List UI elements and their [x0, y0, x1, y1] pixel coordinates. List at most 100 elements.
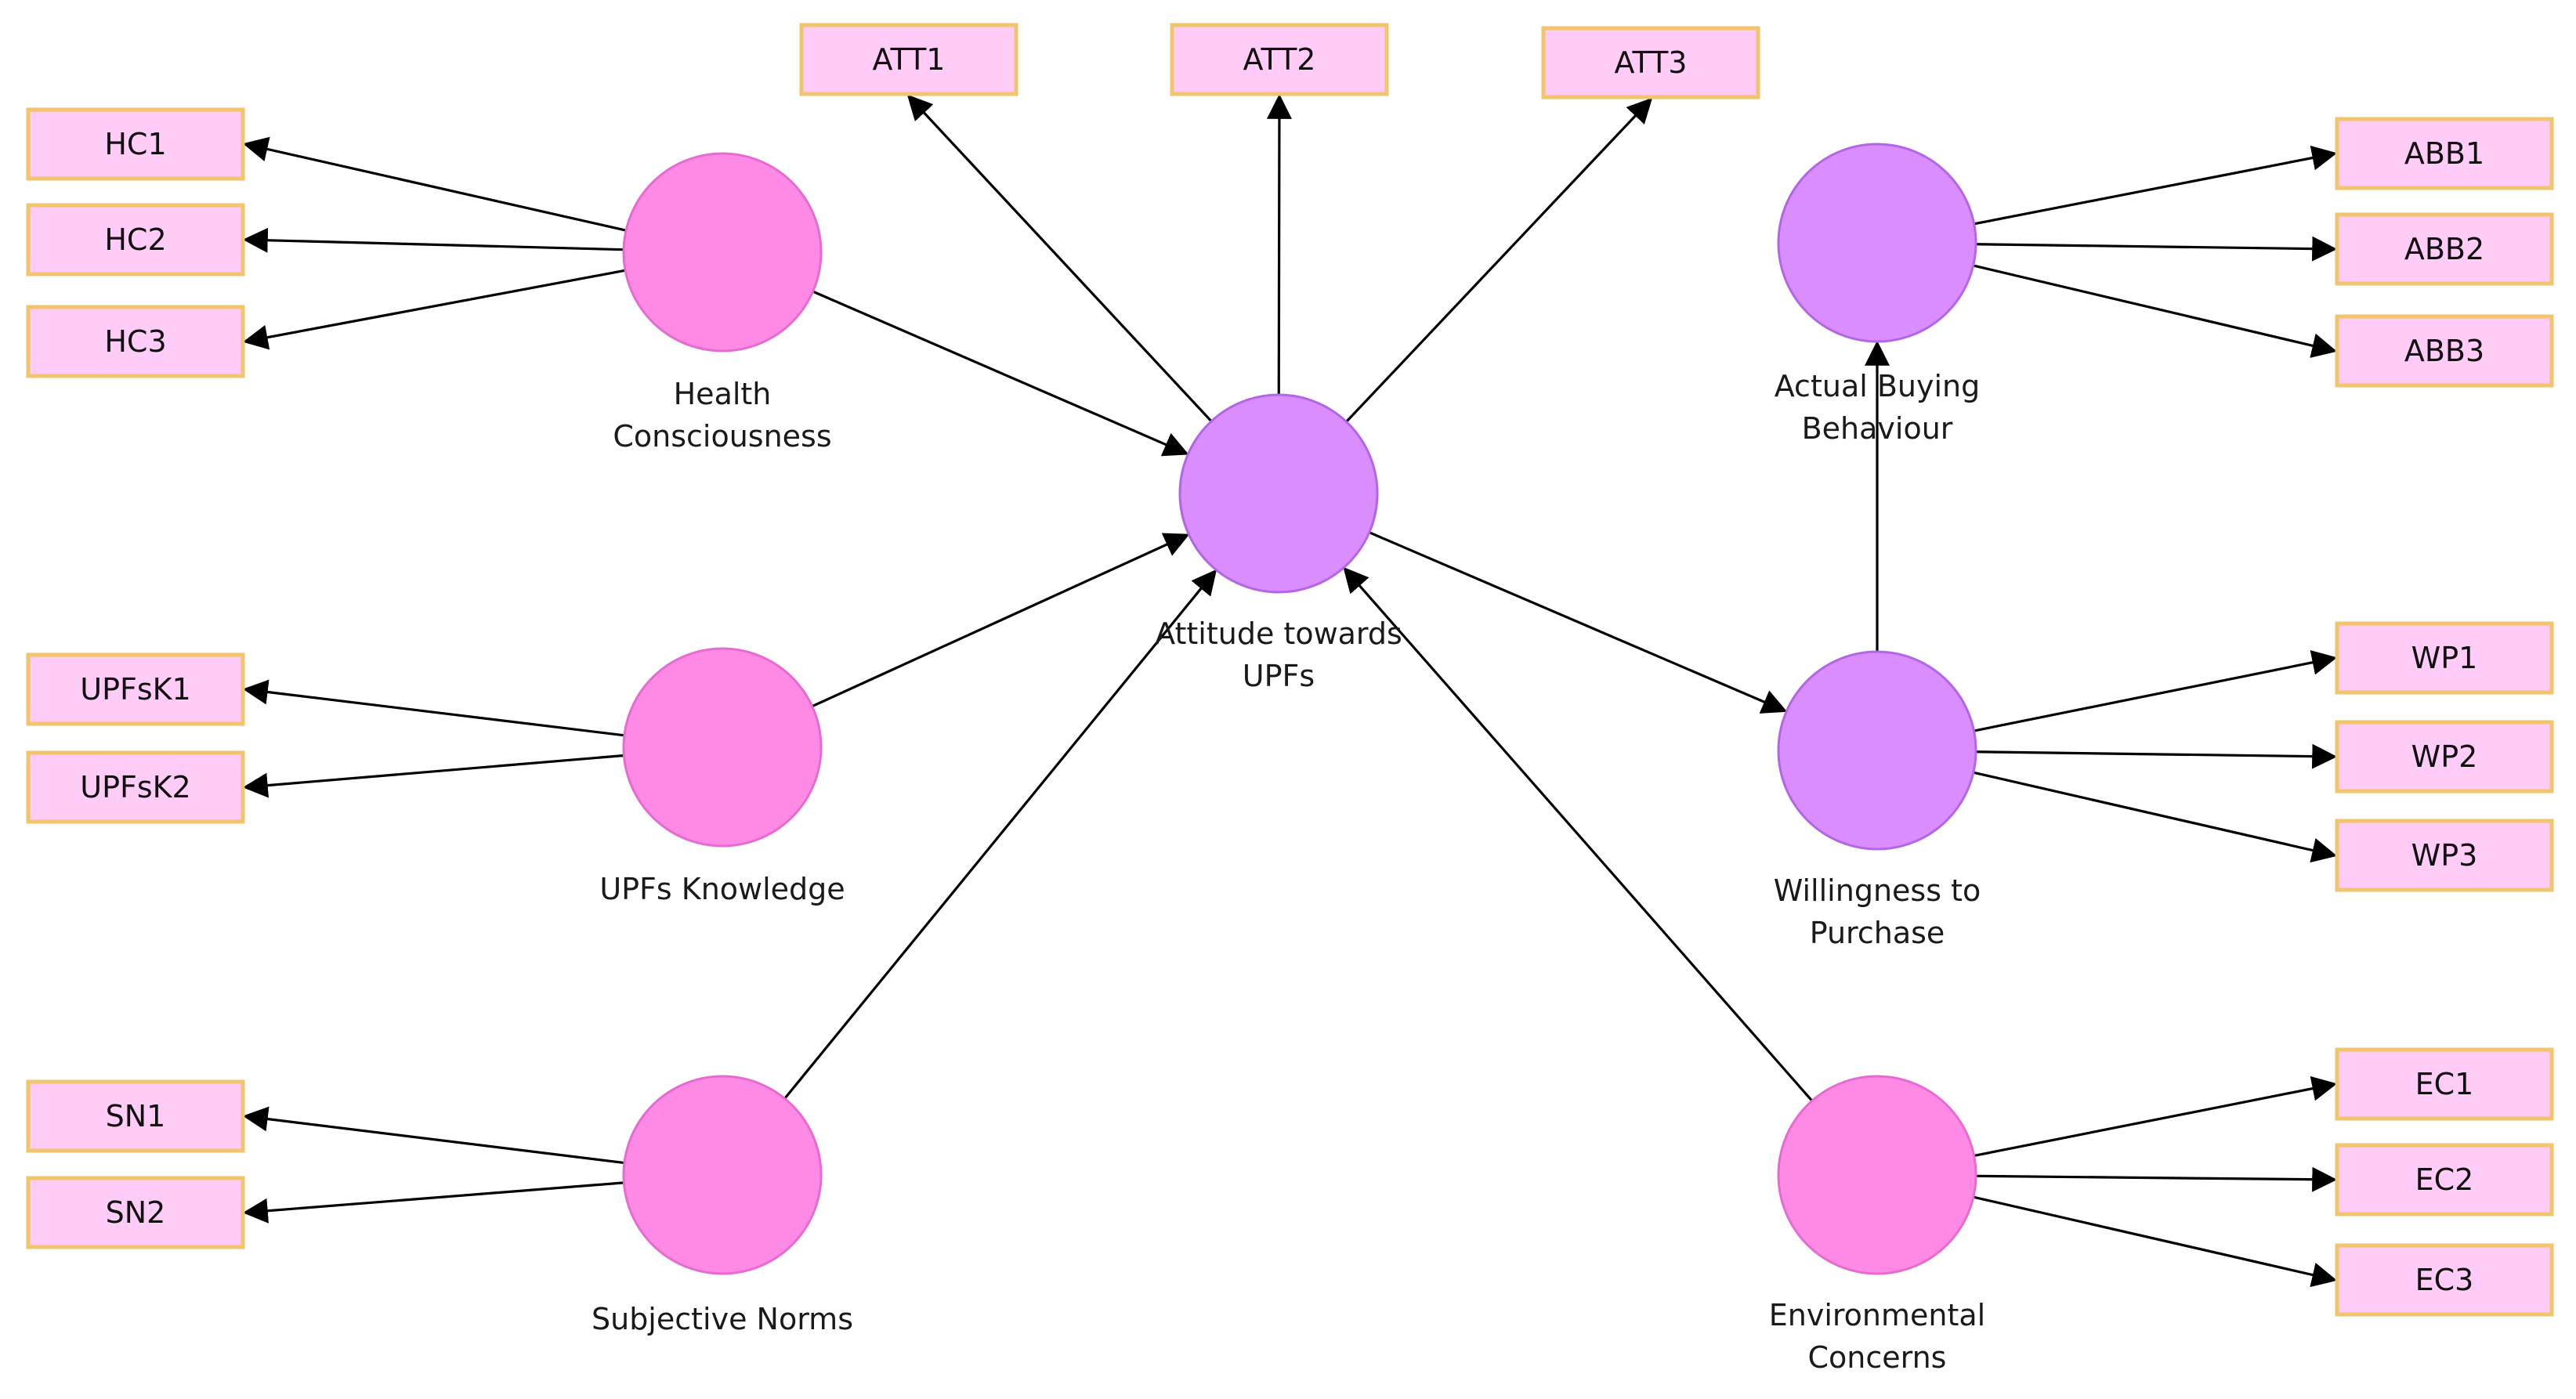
construct-ec[interactable] — [1777, 1075, 1977, 1275]
construct-circle — [622, 1075, 823, 1275]
indicator-label: HC2 — [104, 222, 166, 257]
indicator-hc2[interactable]: HC2 — [26, 203, 245, 277]
indicator-box — [2335, 819, 2554, 892]
indicator-box — [26, 203, 245, 277]
loading-upfsk2 — [242, 754, 624, 798]
indicator-label: ATT3 — [1615, 45, 1688, 80]
indicator-box — [799, 23, 1018, 96]
indicator-label: SN2 — [106, 1195, 166, 1230]
indicator-box — [1170, 23, 1389, 96]
indicator-label: EC1 — [2415, 1067, 2474, 1101]
construct-circle — [1777, 1075, 1977, 1275]
construct-sn[interactable] — [622, 1075, 823, 1275]
loading-abb2 — [1975, 236, 2338, 262]
indicator-box — [26, 750, 245, 824]
indicator-box — [2335, 117, 2554, 190]
indicator-label: ATT2 — [1243, 42, 1316, 77]
indicator-label: UPFsK2 — [80, 770, 190, 804]
indicator-box — [26, 1079, 245, 1153]
construct-label-abb: Behaviour — [1802, 411, 1953, 446]
indicator-sn1[interactable]: SN1 — [26, 1079, 245, 1153]
construct-label-sn: Subjective Norms — [592, 1302, 853, 1336]
loading-sn2 — [242, 1181, 624, 1224]
loading-att3 — [1345, 97, 1653, 423]
construct-label-hc: Consciousness — [613, 419, 831, 454]
path-att-to-wp — [1369, 531, 1788, 714]
indicator-label: WP1 — [2411, 641, 2478, 675]
indicator-label: UPFsK1 — [80, 672, 190, 707]
construct-circle — [1777, 650, 1977, 851]
indicator-label: HC3 — [104, 324, 166, 359]
indicator-label: ATT1 — [873, 42, 946, 77]
indicator-label: WP2 — [2411, 739, 2478, 774]
indicator-label: EC2 — [2415, 1162, 2474, 1197]
indicator-wp1[interactable]: WP1 — [2335, 621, 2554, 695]
loading-wp1 — [1974, 650, 2338, 732]
indicator-sn2[interactable]: SN2 — [26, 1176, 245, 1249]
indicator-box — [26, 107, 245, 181]
indicator-label: ABB3 — [2404, 334, 2484, 368]
construct-label-wp: Willingness to — [1774, 873, 1981, 908]
construct-circle — [622, 647, 823, 848]
indicator-box — [26, 1176, 245, 1249]
indicator-label: ABB1 — [2404, 136, 2484, 171]
indicator-ec2[interactable]: EC2 — [2335, 1143, 2554, 1216]
loading-wp3 — [1973, 771, 2338, 863]
indicator-upfsk2[interactable]: UPFsK2 — [26, 750, 245, 824]
construct-label-hc: Health — [674, 377, 772, 411]
indicator-box — [2335, 621, 2554, 695]
construct-label-att: Attitude towards — [1155, 616, 1402, 651]
indicator-wp2[interactable]: WP2 — [2335, 720, 2554, 793]
indicator-box — [26, 305, 245, 378]
loading-hc2 — [242, 227, 624, 253]
construct-att[interactable] — [1178, 393, 1379, 594]
indicator-abb2[interactable]: ABB2 — [2335, 212, 2554, 286]
construct-circle — [622, 152, 823, 352]
indicator-box — [2335, 212, 2554, 286]
indicator-label: ABB2 — [2404, 232, 2484, 266]
construct-circle — [1777, 143, 1977, 343]
loading-ec3 — [1973, 1195, 2338, 1288]
path-ec-to-att — [1343, 566, 1814, 1102]
indicator-label: WP3 — [2411, 838, 2478, 873]
loading-ec1 — [1974, 1075, 2338, 1158]
indicator-box — [2335, 720, 2554, 793]
construct-hc[interactable] — [622, 152, 823, 352]
construct-circle — [1178, 393, 1379, 594]
loading-ec2 — [1975, 1166, 2338, 1192]
indicator-att1[interactable]: ATT1 — [799, 23, 1018, 96]
indicator-att2[interactable]: ATT2 — [1170, 23, 1389, 96]
indicator-box — [2335, 1143, 2554, 1216]
indicator-box — [2335, 314, 2554, 388]
construct-label-upfk: UPFs Knowledge — [599, 872, 845, 906]
construct-wp[interactable] — [1777, 650, 1977, 851]
construct-abb[interactable] — [1777, 143, 1977, 343]
loading-abb3 — [1973, 264, 2338, 358]
indicator-ec1[interactable]: EC1 — [2335, 1047, 2554, 1121]
loading-abb1 — [1974, 145, 2338, 226]
construct-label-ec: Concerns — [1808, 1340, 1947, 1375]
construct-label-abb: Actual Buying — [1775, 369, 1981, 403]
loading-sn1 — [242, 1106, 625, 1165]
indicator-label: SN1 — [106, 1099, 166, 1133]
construct-label-ec: Environmental — [1769, 1298, 1985, 1332]
loading-hc3 — [242, 269, 626, 350]
indicator-abb3[interactable]: ABB3 — [2335, 314, 2554, 388]
indicator-abb1[interactable]: ABB1 — [2335, 117, 2554, 190]
indicator-att3[interactable]: ATT3 — [1541, 26, 1760, 99]
loading-att1 — [906, 94, 1213, 422]
indicator-label: HC1 — [104, 127, 166, 161]
indicator-hc3[interactable]: HC3 — [26, 305, 245, 378]
indicator-hc1[interactable]: HC1 — [26, 107, 245, 181]
construct-label-wp: Purchase — [1810, 916, 1945, 950]
indicator-box — [2335, 1243, 2554, 1317]
construct-upfk[interactable] — [622, 647, 823, 848]
indicator-upfsk1[interactable]: UPFsK1 — [26, 653, 245, 726]
indicator-box — [1541, 26, 1760, 99]
indicator-ec3[interactable]: EC3 — [2335, 1243, 2554, 1317]
indicator-wp3[interactable]: WP3 — [2335, 819, 2554, 892]
edges-layer — [242, 93, 2338, 1288]
